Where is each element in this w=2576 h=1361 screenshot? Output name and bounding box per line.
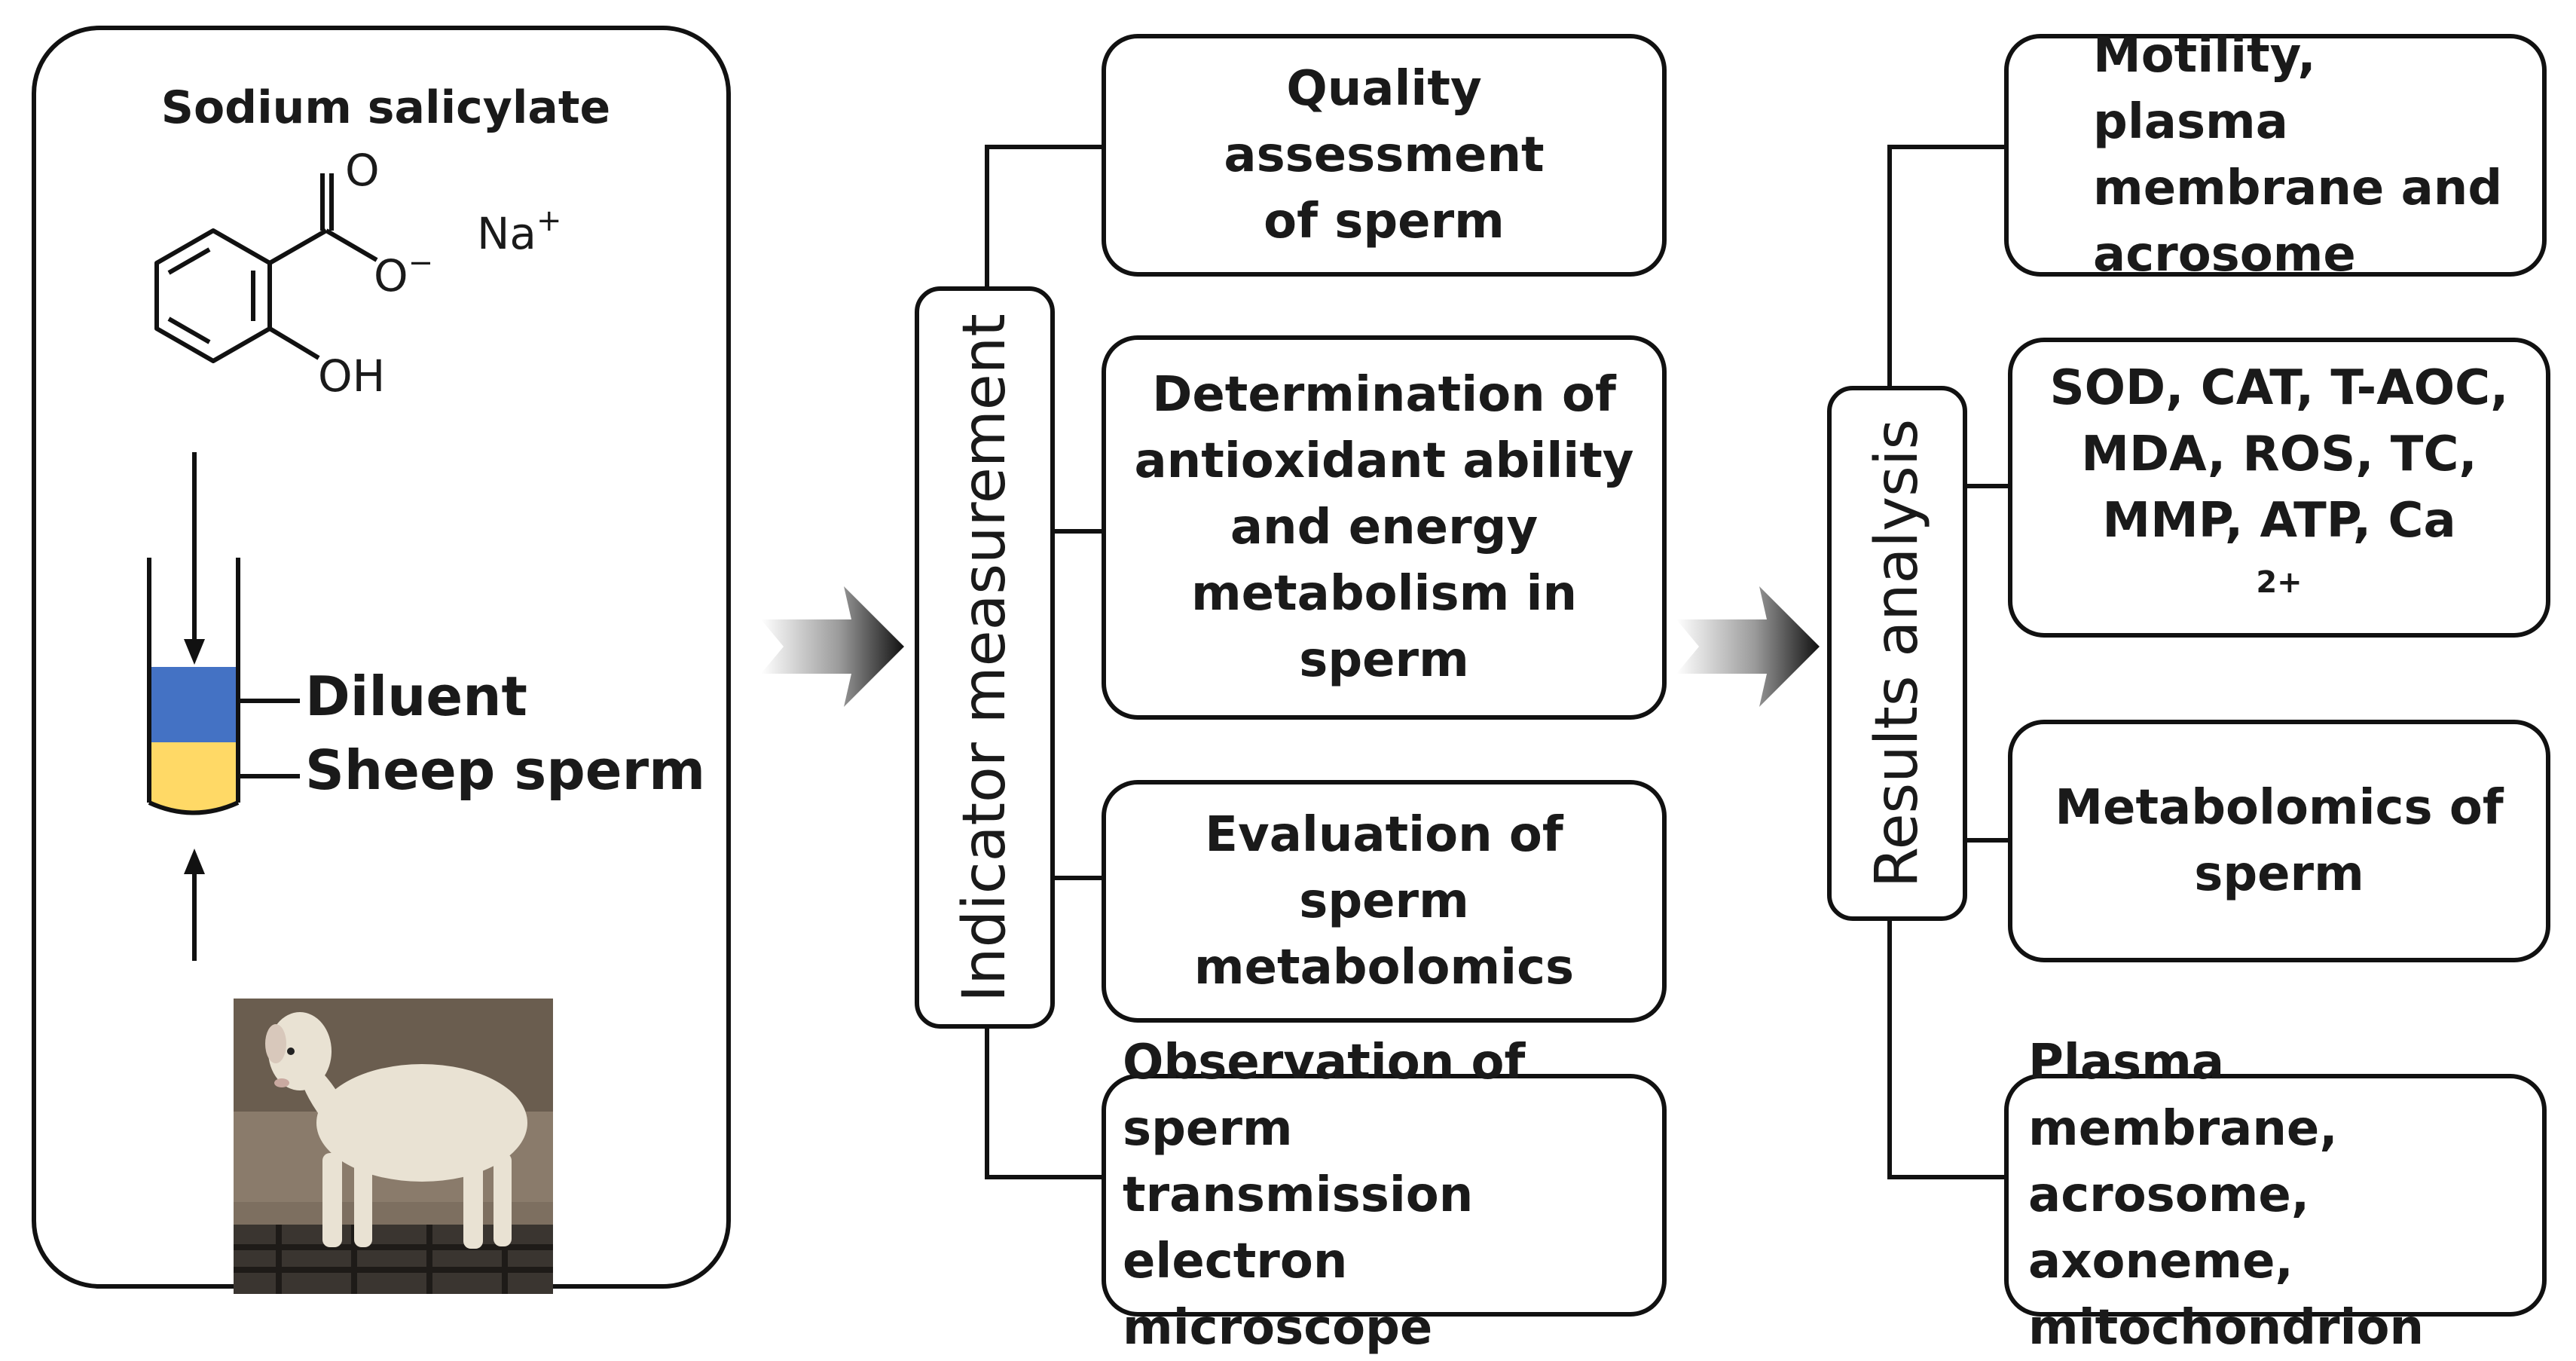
diluent-layer bbox=[151, 667, 236, 742]
calcium-superscript: 2+ bbox=[2256, 565, 2303, 600]
diluent-label: Diluent bbox=[305, 665, 527, 728]
results-analysis-box: Results analysis bbox=[1827, 386, 1967, 921]
indicator-spine bbox=[985, 145, 1104, 1179]
results-item-2: SOD, CAT, T-AOC,MDA, ROS, TC,MMP, ATP, C… bbox=[2008, 338, 2550, 638]
results-item-4: Plasma membrane,acrosome, axoneme,mitoch… bbox=[2004, 1035, 2547, 1356]
carbonyl-oxygen: O bbox=[345, 145, 380, 196]
sheep-photo bbox=[234, 999, 553, 1294]
results-analysis-label: Results analysis bbox=[1863, 418, 1931, 888]
sodium-ion: Na+ bbox=[477, 203, 562, 259]
flow-arrow-2 bbox=[1676, 586, 1820, 707]
panel-title: Sodium salicylate bbox=[160, 81, 611, 134]
sperm-layer bbox=[151, 742, 236, 812]
indicator-measurement-box: Indicator measurement bbox=[915, 286, 1055, 1029]
sheep-sperm-label: Sheep sperm bbox=[305, 739, 706, 802]
oxide-oxygen: O− bbox=[374, 246, 434, 301]
hydroxyl-group: OH bbox=[318, 350, 386, 402]
sodium-salicylate-panel: Sodium salicylate bbox=[32, 26, 731, 1294]
indicator-measurement-label: Indicator measurement bbox=[951, 313, 1019, 1002]
flow-arrow-1 bbox=[761, 586, 904, 707]
salicylate-structure bbox=[147, 173, 378, 961]
results-spine bbox=[1887, 145, 2008, 1179]
